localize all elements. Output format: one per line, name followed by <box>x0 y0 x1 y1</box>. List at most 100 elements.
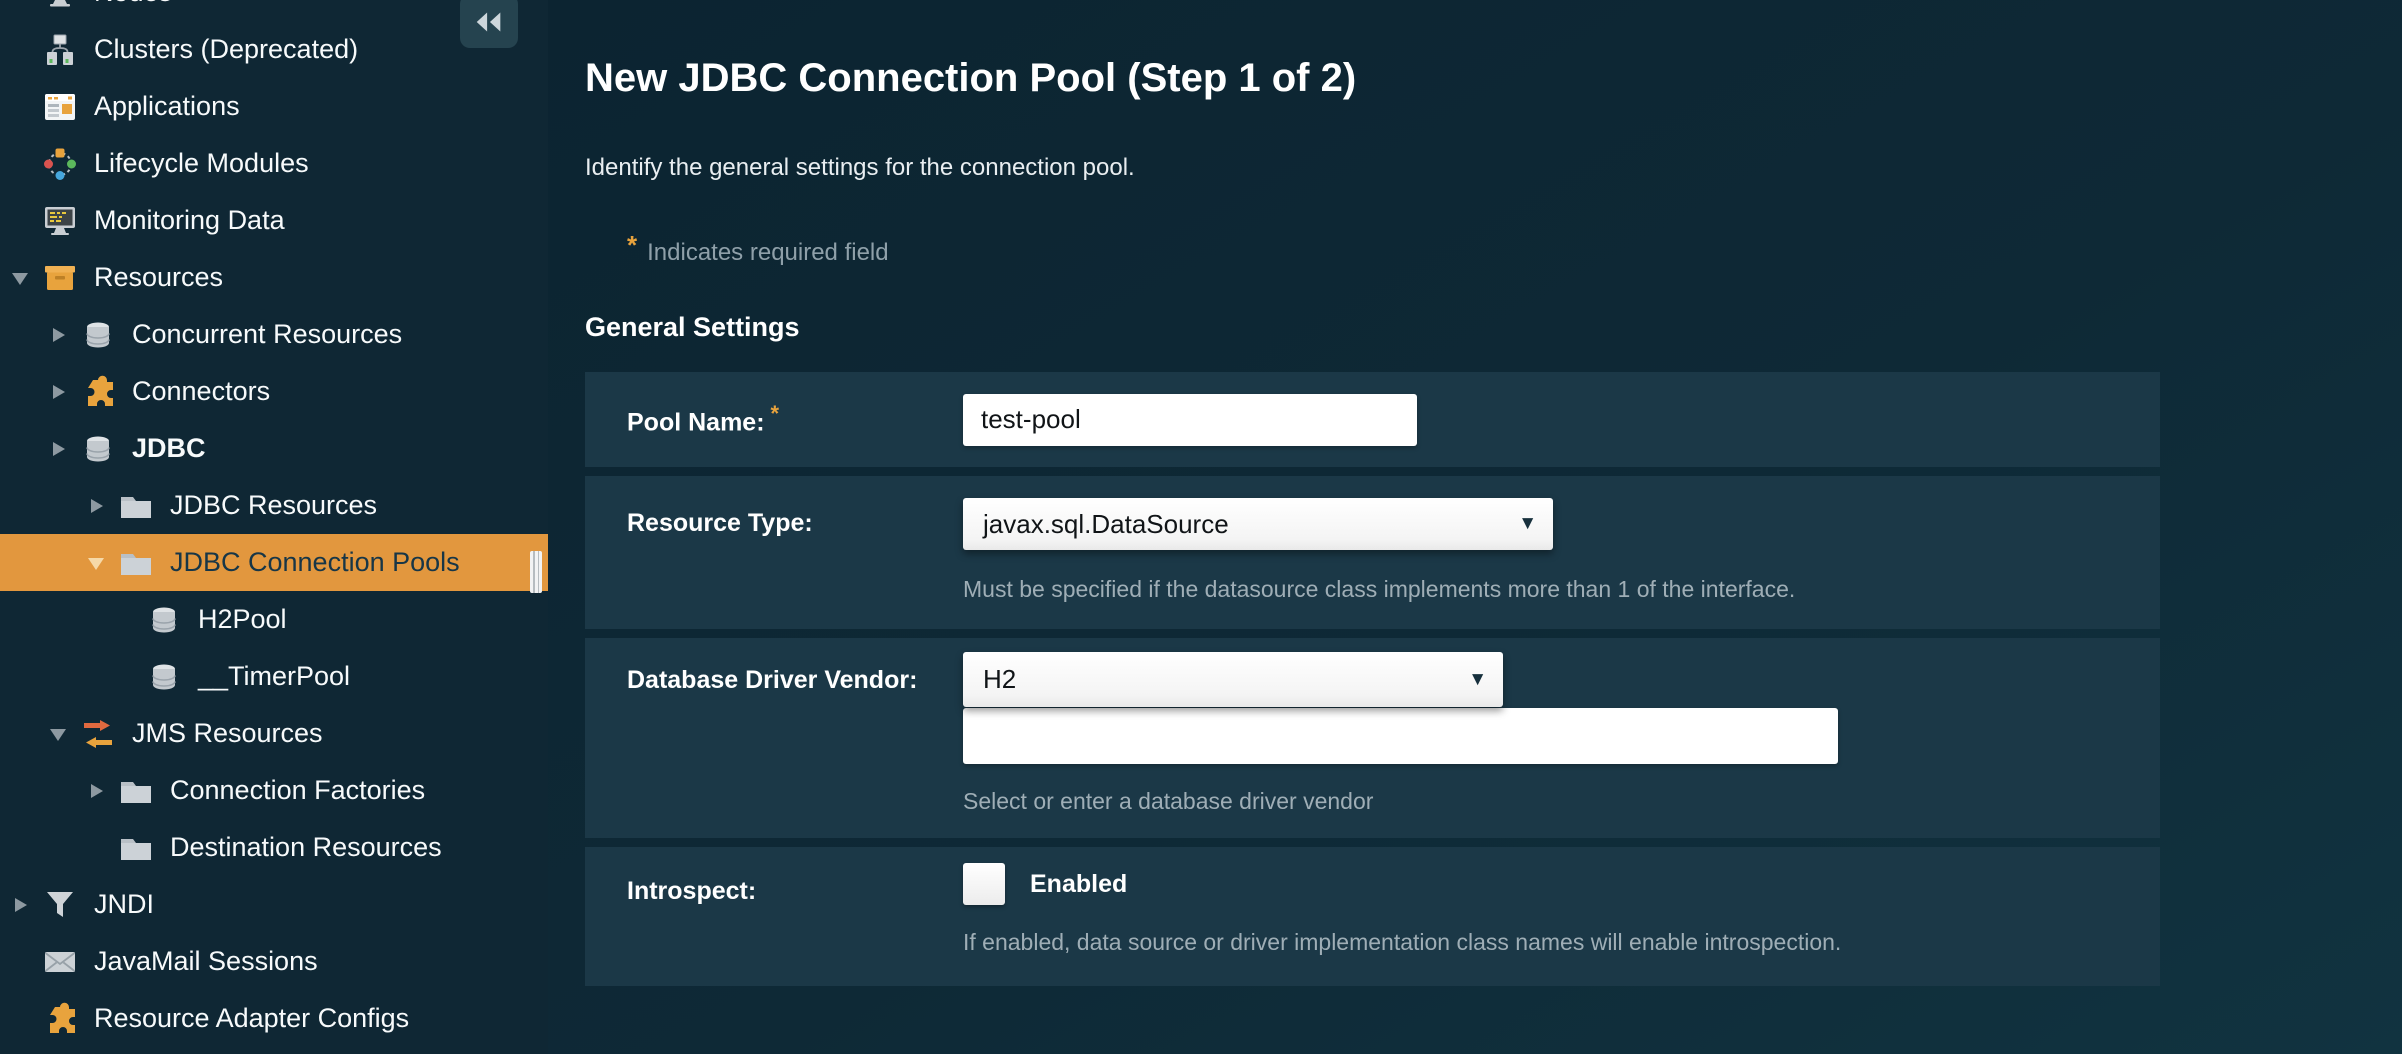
sidebar-item-label: Resource Adapter Configs <box>94 1003 410 1033</box>
sidebar-item-label: Applications <box>94 91 240 121</box>
lifecycle-icon <box>42 146 78 182</box>
sidebar-item-label: Destination Resources <box>170 832 442 862</box>
section-heading: General Settings <box>585 312 800 342</box>
resource-type-value: javax.sql.DataSource <box>983 508 1229 539</box>
sidebar-item-jdbc-connection-pools[interactable]: JDBC Connection Pools <box>0 534 548 591</box>
sidebar-scrollbar-thumb[interactable] <box>530 551 542 593</box>
sidebar-item-label: JDBC Resources <box>170 490 378 520</box>
cluster-icon <box>42 32 78 68</box>
database-driver-vendor-select[interactable]: H2 ▼ <box>963 652 1503 707</box>
sidebar-item-label: Concurrent Resources <box>132 319 403 349</box>
chevron-right-icon[interactable] <box>46 379 80 405</box>
database-icon <box>80 431 116 467</box>
resource-type-row: Resource Type: javax.sql.DataSource ▼ Mu… <box>585 476 2160 629</box>
page-title: New JDBC Connection Pool (Step 1 of 2) <box>585 56 1357 100</box>
sidebar-item-label: JavaMail Sessions <box>94 946 318 976</box>
pool-name-input[interactable] <box>963 393 1417 446</box>
introspect-help: If enabled, data source or driver implem… <box>963 929 1842 955</box>
sidebar-item-connectors[interactable]: Connectors <box>0 363 548 420</box>
sidebar-item-label: Monitoring Data <box>94 205 285 235</box>
tree-indent-spacer <box>8 949 42 975</box>
tree-indent-spacer <box>8 1006 42 1032</box>
content-pane: New JDBC Connection Pool (Step 1 of 2) I… <box>548 0 2402 1054</box>
sidebar-item-timerpool[interactable]: __TimerPool <box>0 648 548 705</box>
puzzle-icon <box>42 1001 78 1037</box>
required-asterisk: * <box>627 230 638 260</box>
sidebar-item-concurrent-resources[interactable]: Concurrent Resources <box>0 306 548 363</box>
database-driver-vendor-label: Database Driver Vendor: <box>627 666 918 694</box>
sidebar-item-applications[interactable]: Applications <box>0 78 548 135</box>
sidebar-collapse-button[interactable] <box>460 0 518 48</box>
funnel-icon <box>42 887 78 923</box>
database-icon <box>146 602 182 638</box>
resource-type-label: Resource Type: <box>627 509 813 537</box>
folder-icon <box>118 773 154 809</box>
introspect-checkbox[interactable] <box>963 863 1005 905</box>
sidebar-item-label: JDBC <box>132 433 206 463</box>
chevron-down-icon[interactable] <box>84 550 118 576</box>
monitoring-icon <box>42 203 78 239</box>
envelope-icon <box>42 944 78 980</box>
general-settings-form: Pool Name:* Resource Type: javax.sql.Dat… <box>585 372 2160 995</box>
chevron-right-icon[interactable] <box>84 493 118 519</box>
introspect-enabled-label: Enabled <box>1030 869 1128 898</box>
resource-type-select[interactable]: javax.sql.DataSource ▼ <box>963 498 1553 550</box>
puzzle-icon <box>80 374 116 410</box>
sidebar-item-label: JNDI <box>94 889 154 919</box>
tree-indent-spacer <box>112 607 146 633</box>
pool-name-row: Pool Name:* <box>585 372 2160 467</box>
sidebar-item-label: Clusters (Deprecated) <box>94 34 359 64</box>
sidebar-item-h2pool[interactable]: H2Pool <box>0 591 548 648</box>
sidebar-item-label: H2Pool <box>198 604 287 634</box>
applications-icon <box>42 89 78 125</box>
chevron-right-icon[interactable] <box>84 778 118 804</box>
database-driver-vendor-help: Select or enter a database driver vendor <box>963 788 1374 814</box>
sidebar-item-label: __TimerPool <box>198 661 351 691</box>
chevron-down-icon[interactable] <box>8 265 42 291</box>
chevron-right-icon[interactable] <box>46 322 80 348</box>
pool-name-label: Pool Name:* <box>627 401 780 437</box>
sidebar-item-label: Connection Factories <box>170 775 426 805</box>
sidebar-item-label: JMS Resources <box>132 718 323 748</box>
tree-indent-spacer <box>8 37 42 63</box>
collapse-left-icon <box>472 9 506 38</box>
sidebar-item-destination-resources[interactable]: Destination Resources <box>0 819 548 876</box>
database-icon <box>80 317 116 353</box>
tree-indent-spacer <box>84 835 118 861</box>
folder-icon <box>118 545 154 581</box>
database-driver-vendor-row: Database Driver Vendor: H2 ▼ Select or e… <box>585 638 2160 838</box>
sidebar-item-label: Connectors <box>132 376 271 406</box>
chevron-down-icon[interactable] <box>46 721 80 747</box>
sidebar-item-resource-adapter-configs[interactable]: Resource Adapter Configs <box>0 990 548 1047</box>
sidebar-item-jdbc[interactable]: JDBC <box>0 420 548 477</box>
sidebar-item-label: Lifecycle Modules <box>94 148 309 178</box>
sidebar-item-label: Resources <box>94 262 224 292</box>
folder-icon <box>118 830 154 866</box>
introspect-label: Introspect: <box>627 877 757 905</box>
resource-type-help: Must be specified if the datasource clas… <box>963 576 1796 602</box>
folder-icon <box>118 488 154 524</box>
sidebar-item-resources[interactable]: Resources <box>0 249 548 306</box>
database-driver-vendor-input[interactable] <box>963 708 1838 764</box>
sidebar-item-clusters-deprecated[interactable]: Clusters (Deprecated) <box>0 21 548 78</box>
chevron-right-icon[interactable] <box>46 436 80 462</box>
chevron-down-icon: ▼ <box>1468 668 1487 690</box>
sidebar-tree: NodesClusters (Deprecated) ApplicationsLi… <box>0 0 548 1054</box>
jms-arrows-icon <box>80 716 116 752</box>
sidebar-item-jndi[interactable]: JNDI <box>0 876 548 933</box>
introspect-row: Introspect: Enabled If enabled, data sou… <box>585 847 2160 986</box>
sidebar-item-connection-factories[interactable]: Connection Factories <box>0 762 548 819</box>
chevron-right-icon[interactable] <box>8 892 42 918</box>
box-icon <box>42 260 78 296</box>
sidebar-item-jms-resources[interactable]: JMS Resources <box>0 705 548 762</box>
sidebar-item-jdbc-resources[interactable]: JDBC Resources <box>0 477 548 534</box>
sidebar-item-nodes[interactable]: Nodes <box>0 0 548 21</box>
sidebar-item-monitoring-data[interactable]: Monitoring Data <box>0 192 548 249</box>
tree-indent-spacer <box>8 208 42 234</box>
sidebar-item-javamail-sessions[interactable]: JavaMail Sessions <box>0 933 548 990</box>
tree-indent-spacer <box>112 664 146 690</box>
database-icon <box>146 659 182 695</box>
tree-indent-spacer <box>8 151 42 177</box>
navigation-tree: NodesClusters (Deprecated) ApplicationsLi… <box>0 0 548 1047</box>
sidebar-item-lifecycle-modules[interactable]: Lifecycle Modules <box>0 135 548 192</box>
